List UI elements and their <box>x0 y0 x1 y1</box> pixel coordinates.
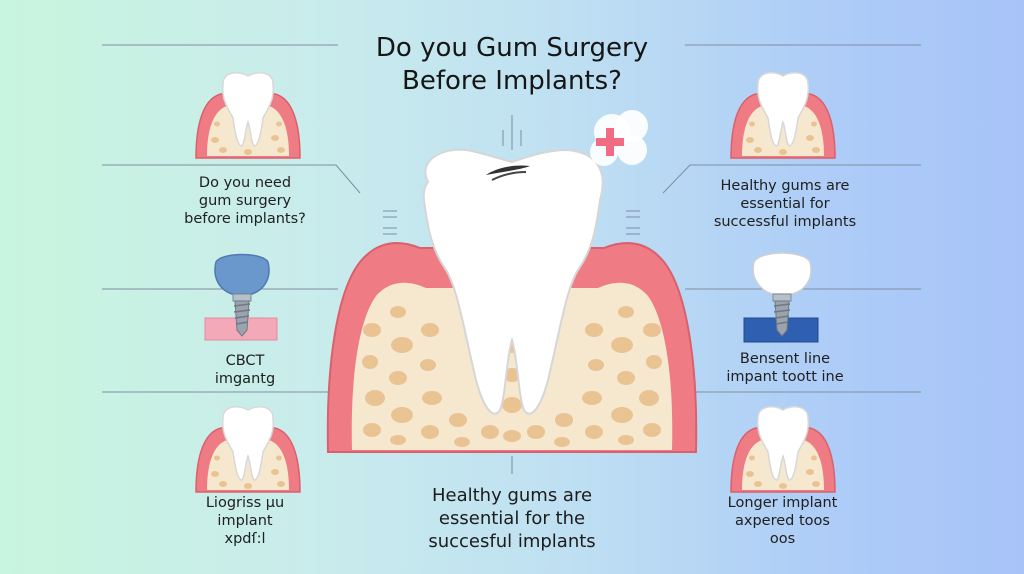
dental-implant-icon-right <box>743 252 819 343</box>
tooth-in-gum-icon-top-right <box>730 71 836 159</box>
label-left-bottom: Liogriss μu implant xpdſ:l <box>205 495 285 547</box>
label-left-mid: CBCT imgantg <box>214 353 276 387</box>
label-bottom-center: Healthy gums are essential for the succe… <box>428 485 596 552</box>
tooth-groove <box>486 165 530 175</box>
connector-left-top <box>102 164 361 194</box>
dental-implant-icon-left <box>204 253 278 341</box>
label-right-bottom: Longer implant axpered toos oos <box>727 495 838 547</box>
title-line-2: Before Implants? <box>402 66 622 96</box>
label-right-top: Healthy gums are essential for successfu… <box>713 178 857 230</box>
connector-right-top <box>662 164 921 194</box>
tooth-in-gum-icon-top-left <box>195 71 301 159</box>
bone-pores <box>362 306 662 447</box>
medical-cross-cloud-icon <box>590 110 648 166</box>
label-right-mid: Bensent line impant toott ine <box>726 351 844 385</box>
title-line-1: Do you Gum Surgery <box>375 33 649 63</box>
label-left-top: Do you need gum surgery before implants? <box>184 175 306 227</box>
tooth-in-gum-icon-bottom-right <box>730 405 836 493</box>
main-tooth-cross-section-icon <box>326 148 698 453</box>
page-title: Do you Gum Surgery Before Implants? <box>312 32 712 98</box>
tooth-in-gum-icon-bottom-left <box>195 405 301 493</box>
molar-crown-and-roots <box>422 148 604 415</box>
